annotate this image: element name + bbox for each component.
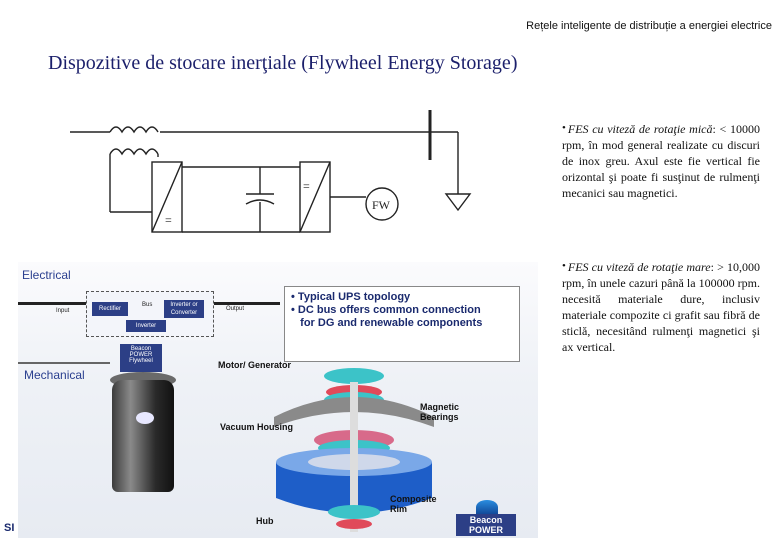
footer-tag: SI <box>4 522 15 534</box>
fw-label: FW <box>372 198 391 212</box>
beacon-power-logo: Beacon POWER <box>456 514 516 536</box>
bus-label: Bus <box>142 302 153 308</box>
output-label: Output <box>226 306 245 312</box>
flywheel-unit <box>112 380 174 492</box>
header-title: Rețele inteligente de distribuție a ener… <box>526 20 772 32</box>
beacon-emblem-icon <box>136 412 154 424</box>
magnetic-bearings-label: Magnetic Bearings <box>420 402 460 422</box>
beacon-logo-icon <box>476 500 498 514</box>
bullet-low-speed: •FES cu viteză de rotaţie mică: < 10000 … <box>562 122 761 200</box>
motor-generator-label: Motor/ Generator <box>218 360 292 370</box>
eq-symbol-2: = <box>303 179 310 193</box>
mechanical-line <box>18 362 110 364</box>
exploded-flywheel <box>274 368 434 532</box>
composite-rim-label: Composite Rim <box>390 494 437 514</box>
inverter-converter-box: Inverter or Converter <box>164 300 204 318</box>
slide-title: Dispozitive de stocare inerţiale (Flywhe… <box>48 52 518 74</box>
hub-label: Hub <box>256 516 274 526</box>
bullet-low-speed-text: : < 10000 rpm, în mod general realizate … <box>562 122 761 200</box>
flywheel-badge: Beacon POWER Flywheel <box>120 344 162 372</box>
callout-line-1: • Typical UPS topology <box>291 291 411 303</box>
flywheel-figure: Electrical Mechanical Input Output Recti… <box>18 262 538 538</box>
eq-symbol-1: = <box>165 213 172 227</box>
ups-callout: • Typical UPS topology • DC bus offers c… <box>284 286 520 362</box>
circuit-diagram: = = FW <box>70 110 472 233</box>
rectifier-box: Rectifier <box>92 302 128 316</box>
callout-line-3: for DG and renewable components <box>300 317 483 329</box>
inverter-box: Inverter <box>126 320 166 332</box>
callout-line-2: • DC bus offers common connection <box>291 304 481 316</box>
electrical-label: Electrical <box>22 268 71 282</box>
bullet-high-speed: •FES cu viteză de rotaţie mare: > 10,000… <box>562 260 760 354</box>
bullet-high-speed-text: : > 10,000 rpm, în unele cazuri până la … <box>562 260 760 354</box>
vacuum-housing-label: Vacuum Housing <box>220 422 294 432</box>
bullet-high-speed-term: FES cu viteză de rotaţie mare <box>567 260 711 274</box>
bullet-low-speed-term: FES cu viteză de rotaţie mică <box>567 122 713 136</box>
mechanical-label: Mechanical <box>24 368 85 382</box>
input-label: Input <box>56 308 70 314</box>
